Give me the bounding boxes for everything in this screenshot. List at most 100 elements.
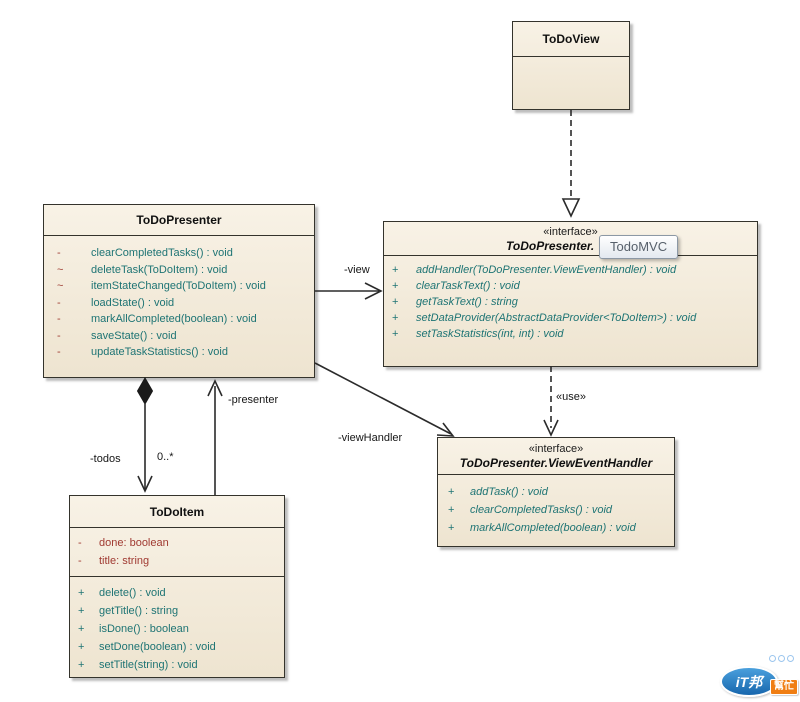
method-signature: updateTaskStatistics() : void	[91, 346, 228, 358]
visibility-marker: +	[78, 623, 85, 635]
visibility-marker: -	[78, 555, 82, 567]
interface-name: ToDoPresenter.ViewEventHandler	[459, 456, 653, 470]
method-row: ~ itemStateChanged(ToDoItem) : void	[44, 278, 314, 295]
class-box-todoitem[interactable]: ToDoItem - done: boolean - title: string +…	[69, 495, 285, 678]
attributes-compartment: - done: boolean - title: string	[70, 527, 284, 576]
methods-compartment: + delete() : void + getTitle() : string + i…	[70, 576, 284, 676]
visibility-marker: +	[78, 641, 85, 653]
method-signature: addHandler(ToDoPresenter.ViewEventHandle…	[416, 264, 677, 276]
edge-label-viewhandler: -viewHandler	[338, 432, 403, 444]
visibility-marker: +	[392, 296, 399, 308]
logo-brand-text: iT邦	[735, 673, 763, 690]
attribute-signature: title: string	[99, 555, 150, 567]
tooltip-todomvc: TodoMVC	[599, 235, 679, 259]
method-row: + setTitle(string) : void	[70, 656, 284, 674]
edge-label-presenter: -presenter	[228, 394, 279, 406]
association-presenter	[207, 379, 223, 495]
method-row: + addHandler(ToDoPresenter.ViewEventHandl…	[384, 262, 757, 278]
edge-label-use: «use»	[556, 391, 586, 403]
method-row: -clearCompletedTasks() : void	[44, 245, 314, 262]
visibility-marker: +	[78, 605, 85, 617]
association-viewhandler	[314, 362, 455, 437]
method-row: + setDone(boolean) : void	[70, 638, 284, 656]
method-signature: clearTaskText() : void	[416, 280, 520, 292]
method-signature: itemStateChanged(ToDoItem) : void	[91, 280, 266, 292]
composition-todos	[136, 376, 154, 493]
logo-oval: iT邦	[720, 666, 778, 697]
methods-compartment: -clearCompletedTasks() : void ~ deleteTas…	[44, 235, 314, 377]
stereotype-label: «interface»	[543, 225, 598, 238]
class-name: ToDoItem	[149, 504, 205, 519]
attribute-signature: done: boolean	[99, 537, 169, 549]
method-row: - loadState() : void	[44, 295, 314, 312]
method-signature: saveState() : void	[91, 329, 177, 342]
method-signature: delete() : void	[99, 587, 166, 599]
method-signature: loadState() : void	[91, 296, 175, 309]
class-name: ToDoPresenter	[136, 213, 222, 227]
empty-compartment	[513, 56, 629, 109]
visibility-marker: -	[57, 296, 61, 309]
visibility-marker: ~	[57, 263, 64, 276]
visibility-marker: -	[78, 537, 82, 549]
method-signature: getTitle() : string	[99, 605, 179, 617]
attribute-row: - title: string	[70, 552, 284, 570]
visibility-marker: +	[448, 504, 455, 516]
stereotype-label: «interface»	[528, 443, 584, 455]
class-box-todopresenter[interactable]: ToDoPresenter -clearCompletedTasks() : v…	[43, 204, 315, 378]
realization-todoview-to-view-interface	[561, 110, 581, 218]
visibility-marker: ~	[57, 280, 64, 292]
visibility-marker: -	[57, 313, 61, 325]
class-header: ToDoItem	[70, 496, 284, 527]
method-signature: markAllCompleted(boolean) : void	[470, 522, 636, 534]
methods-compartment: + addTask() : void + clearCompletedTasks()…	[438, 474, 674, 546]
method-row: +setTaskStatistics(int, int) : void	[384, 326, 757, 342]
method-signature: setTitle(string) : void	[99, 659, 198, 671]
class-header: ToDoPresenter	[44, 205, 314, 235]
method-row: - updateTaskStatistics() : void	[44, 344, 314, 361]
person-icon	[778, 655, 785, 662]
visibility-marker: +	[392, 312, 399, 324]
person-icon	[787, 655, 794, 662]
method-signature: setTaskStatistics(int, int) : void	[416, 328, 564, 340]
method-row: - saveState() : void	[44, 328, 314, 345]
method-row: + clearCompletedTasks() : void	[438, 501, 674, 519]
visibility-marker: -	[57, 329, 61, 342]
edge-label-todos: -todos	[90, 453, 121, 465]
itbang-watermark-logo: iT邦 幫忙	[720, 655, 798, 700]
method-signature: setDone(boolean) : void	[99, 641, 216, 653]
method-row: - markAllCompleted(boolean) : void	[44, 311, 314, 328]
visibility-marker: +	[78, 587, 85, 599]
class-header: ToDoView	[513, 22, 629, 56]
visibility-marker: +	[448, 522, 455, 534]
interface-name: ToDoPresenter.	[506, 238, 595, 253]
method-row: ~ deleteTask(ToDoItem) : void	[44, 262, 314, 279]
interface-header: «interface» ToDoPresenter.	[384, 222, 757, 255]
visibility-marker: +	[78, 659, 85, 671]
class-box-todoview[interactable]: ToDoView	[512, 21, 630, 110]
method-signature: clearCompletedTasks() : void	[470, 504, 613, 516]
visibility-marker: -	[57, 346, 61, 358]
method-row: + addTask() : void	[438, 483, 674, 501]
visibility-marker: +	[392, 264, 399, 276]
method-signature: addTask() : void	[470, 486, 548, 498]
method-signature: getTaskText() : string	[416, 296, 518, 308]
method-row: + isDone() : boolean	[70, 620, 284, 638]
edge-label-multiplicity: 0..*	[157, 451, 174, 463]
logo-tag-text: 幫忙	[770, 679, 798, 695]
method-row: + getTaskText() : string	[384, 294, 757, 310]
interface-box-todopresenter-view[interactable]: «interface» ToDoPresenter. + addHandler(T…	[383, 221, 758, 367]
interface-box-vieweventhandler[interactable]: «interface» ToDoPresenter.ViewEventHandl…	[437, 437, 675, 547]
method-signature: deleteTask(ToDoItem) : void	[91, 263, 228, 276]
method-row: +setDataProvider(AbstractDataProvider<To…	[384, 310, 757, 326]
method-row: + getTitle() : string	[70, 602, 284, 620]
attribute-row: - done: boolean	[70, 534, 284, 552]
visibility-marker: +	[448, 486, 455, 498]
method-signature: isDone() : boolean	[99, 623, 189, 635]
edge-label-view: -view	[344, 264, 370, 276]
person-icon	[769, 655, 776, 662]
method-signature: markAllCompleted(boolean) : void	[91, 313, 257, 325]
association-view	[315, 282, 383, 300]
method-row: + delete() : void	[70, 584, 284, 602]
methods-compartment: + addHandler(ToDoPresenter.ViewEventHandl…	[384, 255, 757, 366]
